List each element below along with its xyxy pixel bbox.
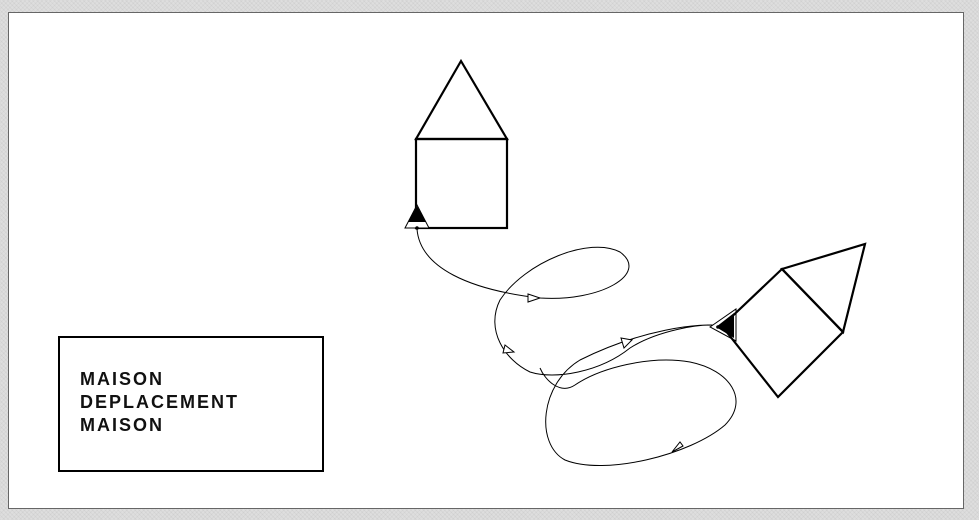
start-marker-icon bbox=[405, 205, 429, 230]
source-house-icon bbox=[416, 61, 507, 228]
trajectory-path bbox=[417, 229, 736, 466]
target-house-walls bbox=[722, 269, 843, 397]
target-house-icon bbox=[722, 244, 865, 397]
caption-line-1: MAISON bbox=[80, 368, 322, 391]
arrowhead-icon bbox=[503, 345, 514, 353]
arrowhead-icon bbox=[621, 338, 632, 348]
source-house-walls bbox=[416, 139, 507, 228]
source-house-roof bbox=[416, 61, 507, 139]
caption-line-2: DEPLACEMENT bbox=[80, 391, 322, 414]
caption-box: MAISON DEPLACEMENT MAISON bbox=[58, 336, 324, 472]
target-house-roof bbox=[782, 244, 865, 332]
path-arrowheads bbox=[503, 294, 683, 452]
caption-line-3: MAISON bbox=[80, 414, 322, 437]
arrowhead-icon bbox=[528, 294, 540, 302]
